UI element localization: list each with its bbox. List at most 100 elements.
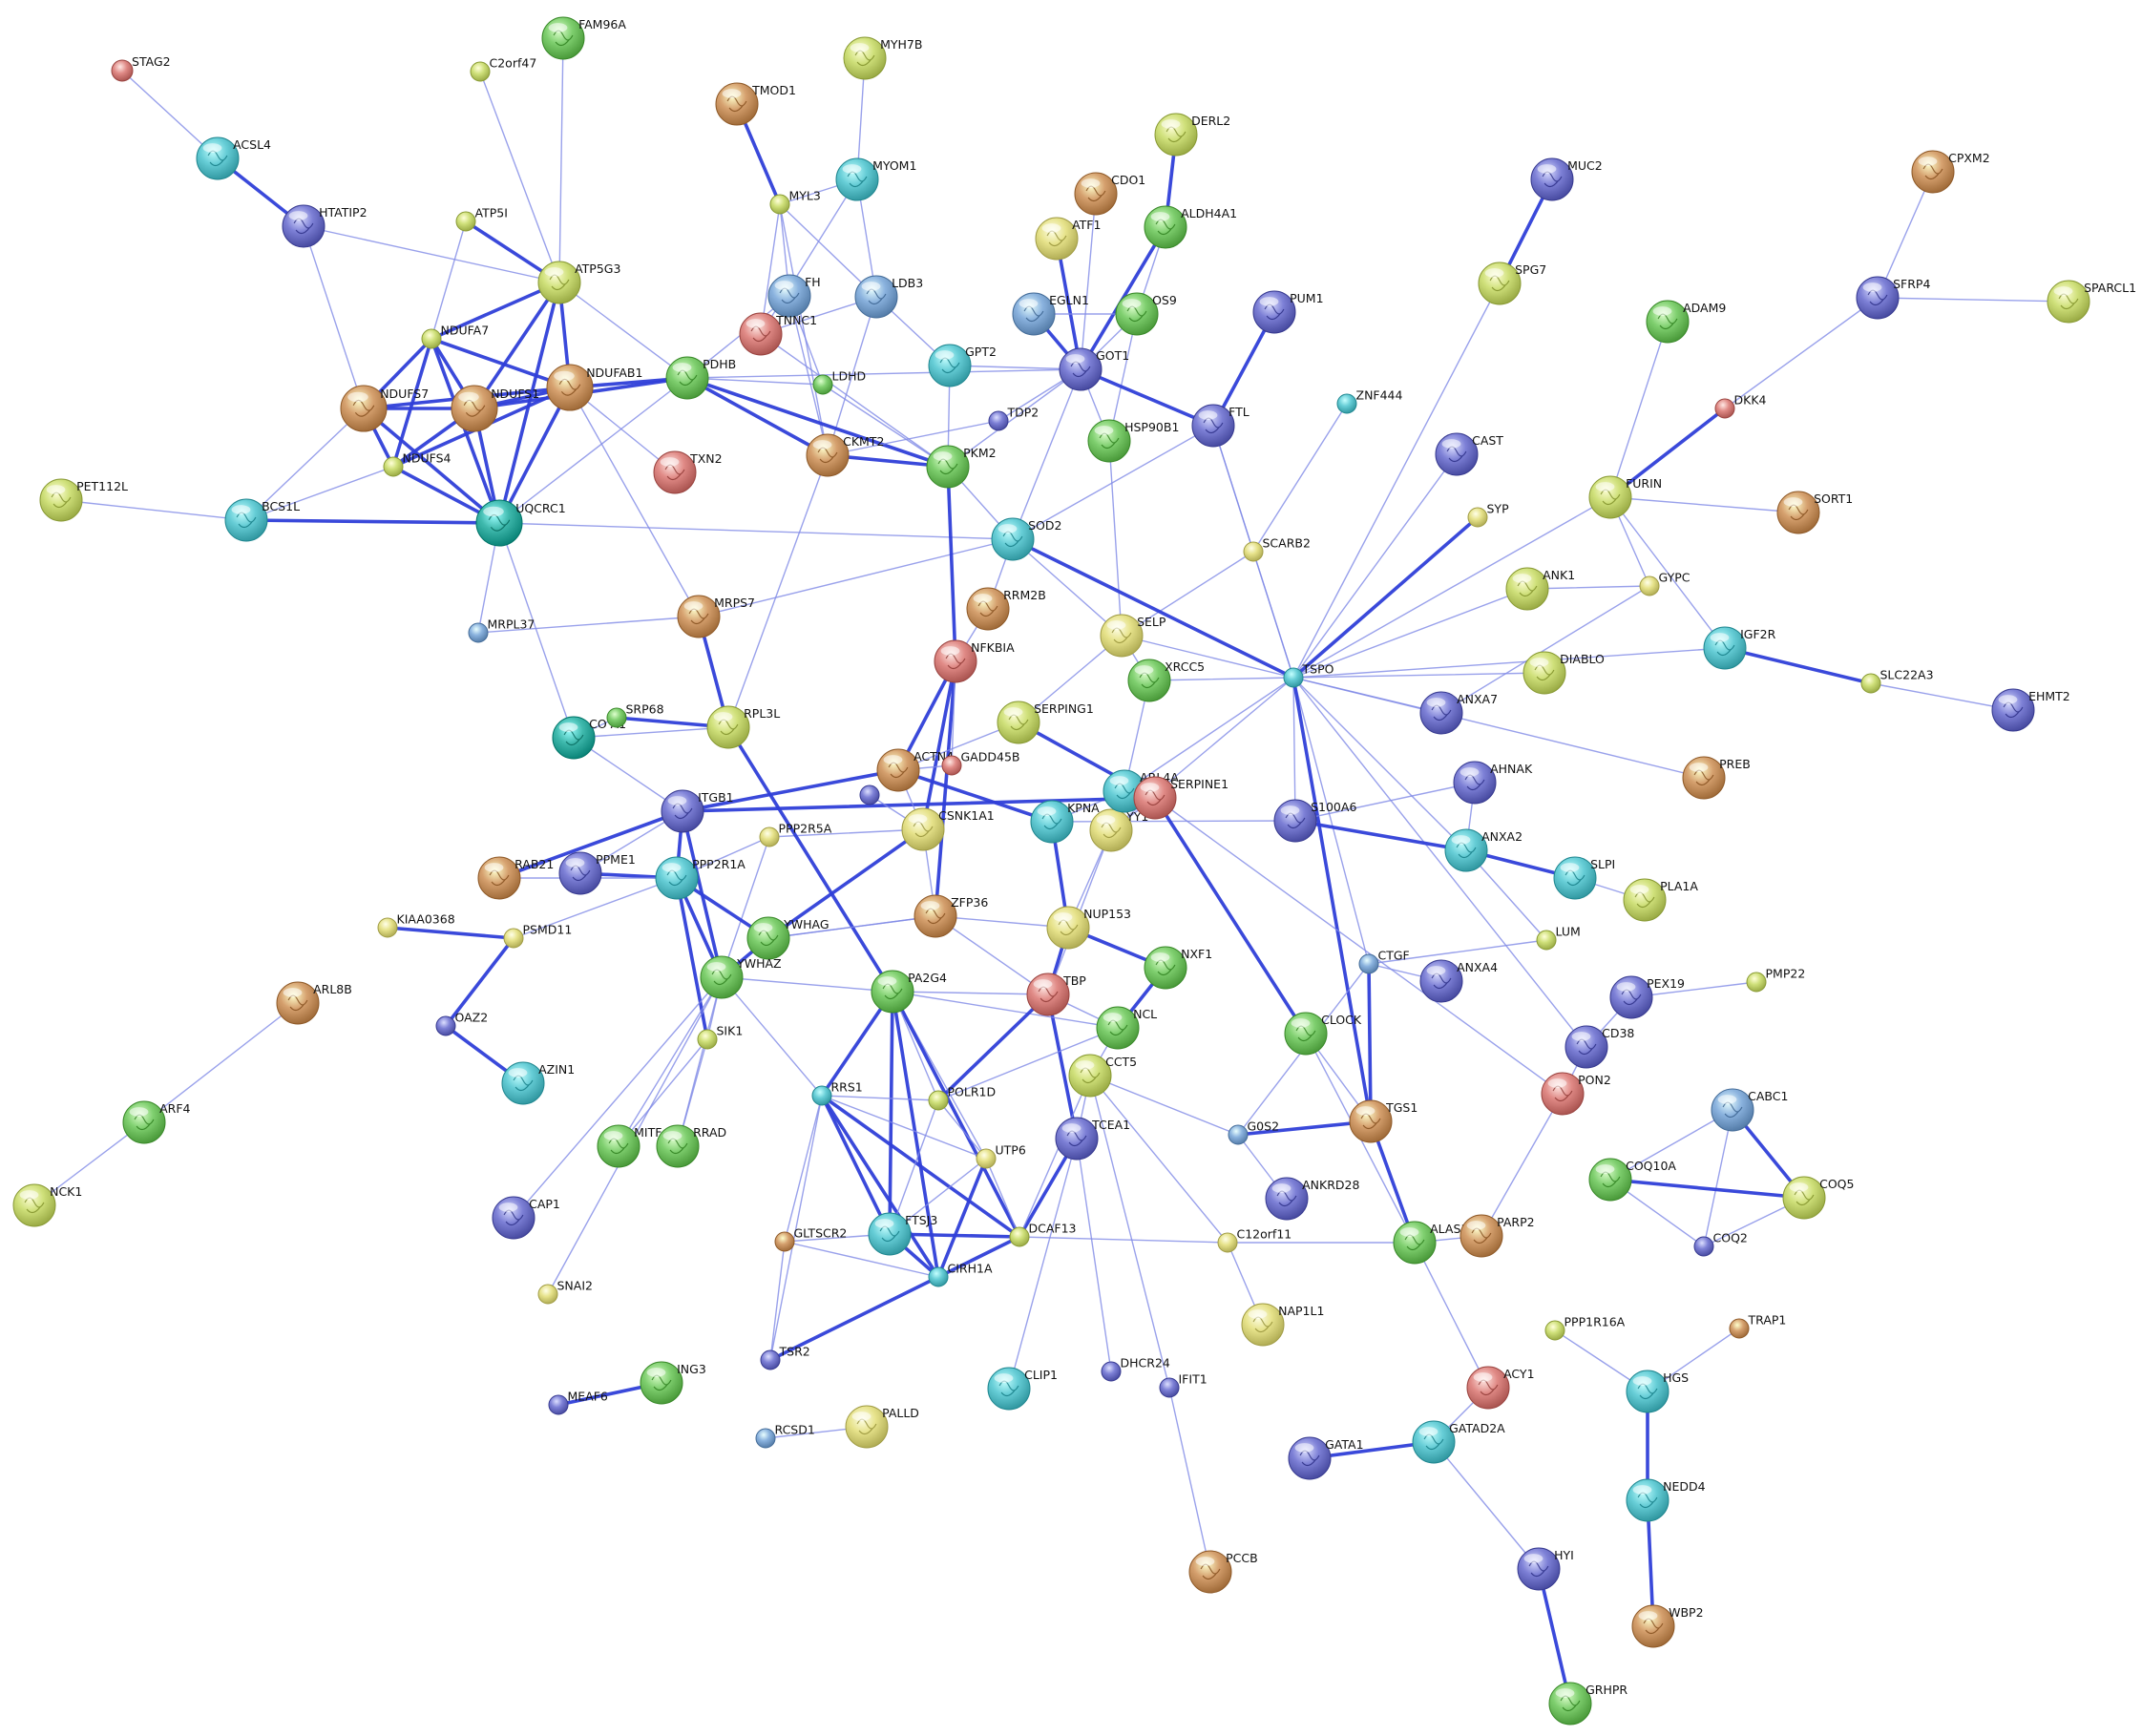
- node-clock[interactable]: CLOCK: [1284, 1012, 1362, 1056]
- node-slpi[interactable]: SLPI: [1553, 856, 1615, 900]
- node-ifit1[interactable]: IFIT1: [1159, 1372, 1208, 1398]
- node-hgs[interactable]: HGS: [1626, 1370, 1689, 1413]
- node-sod2[interactable]: SOD2: [991, 517, 1061, 561]
- node-slc22a3[interactable]: SLC22A3: [1860, 668, 1934, 694]
- node-dhcr24[interactable]: DHCR24: [1101, 1356, 1170, 1382]
- node-cox6a1[interactable]: CO A1: [552, 716, 626, 760]
- node-anxa4[interactable]: ANXA4: [1419, 959, 1498, 1003]
- node-acsl4[interactable]: ACSL4: [196, 136, 271, 180]
- node-rpl3l[interactable]: RPL3L: [706, 705, 780, 749]
- node-bubble[interactable]: [435, 1015, 456, 1036]
- node-fh[interactable]: FH: [767, 274, 821, 318]
- node-bubble[interactable]: [1467, 507, 1488, 528]
- node-srp68[interactable]: SRP68: [606, 702, 664, 728]
- node-bubble[interactable]: [548, 1394, 569, 1415]
- node-pla1a[interactable]: PLA1A: [1623, 878, 1698, 922]
- node-atp5g3[interactable]: ATP5G3: [537, 261, 620, 304]
- node-derl2[interactable]: DERL2: [1154, 113, 1230, 157]
- node-atp5i[interactable]: ATP5I: [455, 206, 508, 232]
- node-nck1[interactable]: NCK1: [12, 1183, 82, 1227]
- node-xrcc5[interactable]: XRCC5: [1127, 659, 1205, 702]
- node-pet112l[interactable]: PET112L: [39, 478, 128, 522]
- node-bubble[interactable]: [1159, 1377, 1180, 1398]
- node-parp2[interactable]: PARP2: [1460, 1214, 1535, 1258]
- node-sik1[interactable]: SIK1: [697, 1024, 743, 1050]
- node-igf2r[interactable]: IGF2R: [1703, 626, 1776, 670]
- node-adam9[interactable]: ADAM9: [1646, 300, 1726, 344]
- node-pum1[interactable]: PUM1: [1252, 290, 1324, 334]
- node-cct5[interactable]: CCT5: [1068, 1054, 1137, 1098]
- node-bubble[interactable]: [1009, 1226, 1030, 1247]
- node-bubble[interactable]: [1714, 398, 1735, 419]
- node-bcs1l[interactable]: BCS1L: [224, 498, 300, 542]
- node-bubble[interactable]: [383, 456, 404, 477]
- node-bubble[interactable]: [988, 410, 1009, 431]
- node-dkk4[interactable]: DKK4: [1714, 393, 1767, 419]
- node-bubble[interactable]: [1101, 1361, 1122, 1382]
- node-myh7b[interactable]: MYH7B: [843, 36, 922, 80]
- node-serping1[interactable]: SERPING1: [997, 701, 1094, 744]
- node-bubble[interactable]: [1358, 953, 1379, 974]
- node-tcea1[interactable]: TCEA1: [1055, 1117, 1130, 1161]
- node-bubble[interactable]: [421, 328, 442, 349]
- node-bubble[interactable]: [1860, 673, 1881, 694]
- node-utp6[interactable]: UTP6: [976, 1143, 1026, 1169]
- node-ndufs1[interactable]: NDUFS1: [451, 385, 539, 432]
- node-csnk1a1[interactable]: CSNK1A1: [901, 807, 995, 851]
- node-tgs1[interactable]: TGS1: [1349, 1099, 1418, 1143]
- node-bubble[interactable]: [1544, 1320, 1565, 1341]
- node-arl8b[interactable]: ARL8B: [276, 981, 352, 1025]
- node-gata1[interactable]: GATA1: [1288, 1436, 1364, 1480]
- node-bubble[interactable]: [1729, 1318, 1750, 1339]
- node-selp[interactable]: SELP: [1100, 614, 1166, 658]
- node-yy1[interactable]: YY1: [1089, 808, 1148, 852]
- node-bubble[interactable]: [769, 194, 790, 215]
- node-ppp2r5a[interactable]: PPP2R5A: [759, 822, 832, 847]
- node-coq5[interactable]: COQ5: [1782, 1176, 1854, 1220]
- node-ckmt2[interactable]: CKMT2: [806, 433, 884, 477]
- node-ywhag[interactable]: YWHAG: [746, 916, 830, 960]
- node-anxa2[interactable]: ANXA2: [1444, 828, 1522, 872]
- node-bubble[interactable]: [470, 61, 491, 82]
- node-pdhb[interactable]: PDHB: [665, 356, 736, 400]
- node-cpxm2[interactable]: CPXM2: [1911, 150, 1990, 194]
- node-furin[interactable]: FURIN: [1588, 475, 1662, 519]
- node-gltscr2[interactable]: GLTSCR2: [774, 1226, 847, 1252]
- node-oaz2[interactable]: OAZ2: [435, 1011, 488, 1036]
- node-stag2[interactable]: STAG2: [111, 54, 171, 82]
- node-ndufa7[interactable]: NDUFA7: [421, 324, 489, 349]
- node-gadd45b[interactable]: GADD45B: [941, 750, 1019, 776]
- node-ldhd[interactable]: LDHD: [812, 369, 866, 395]
- node-x_actn4_small[interactable]: [859, 784, 880, 805]
- node-ahnak[interactable]: AHNAK: [1453, 761, 1533, 805]
- node-hsp90b1[interactable]: HSP90B1: [1087, 419, 1179, 463]
- node-bubble[interactable]: [1228, 1124, 1249, 1145]
- node-grhpr[interactable]: GRHPR: [1548, 1682, 1628, 1726]
- node-alas1[interactable]: ALAS1: [1393, 1221, 1468, 1265]
- node-mrps7[interactable]: MRPS7: [677, 595, 755, 638]
- node-os9[interactable]: OS9: [1115, 292, 1177, 336]
- node-rab21[interactable]: RAB21: [477, 856, 554, 900]
- node-bubble[interactable]: [811, 1085, 832, 1106]
- node-ndufs4[interactable]: NDUFS4: [383, 451, 452, 477]
- node-syp[interactable]: SYP: [1467, 502, 1509, 528]
- node-bubble[interactable]: [111, 59, 134, 82]
- node-ankrd28[interactable]: ANKRD28: [1265, 1177, 1359, 1221]
- node-hyi[interactable]: HYI: [1517, 1547, 1574, 1591]
- node-tspo[interactable]: TSPO: [1283, 662, 1334, 688]
- node-itgb1[interactable]: ITGB1: [661, 789, 734, 833]
- node-bubble[interactable]: [755, 1428, 776, 1449]
- node-diablo[interactable]: DIABLO: [1522, 651, 1605, 695]
- node-mrpl37[interactable]: MRPL37: [468, 617, 535, 643]
- node-bubble[interactable]: [859, 784, 880, 805]
- node-bubble[interactable]: [1243, 541, 1264, 562]
- node-kiaa0368[interactable]: KIAA0368: [377, 912, 455, 938]
- node-bubble[interactable]: [1536, 930, 1557, 951]
- node-uqcrc1[interactable]: UQCRC1: [475, 499, 566, 547]
- node-myl3[interactable]: MYL3: [769, 189, 821, 215]
- node-g0s2[interactable]: G0S2: [1228, 1119, 1279, 1145]
- node-tbp[interactable]: TBP: [1026, 973, 1086, 1016]
- node-mitf[interactable]: MITF: [597, 1124, 662, 1168]
- node-pmp22[interactable]: PMP22: [1746, 967, 1805, 993]
- node-ehmt2[interactable]: EHMT2: [1991, 688, 2070, 732]
